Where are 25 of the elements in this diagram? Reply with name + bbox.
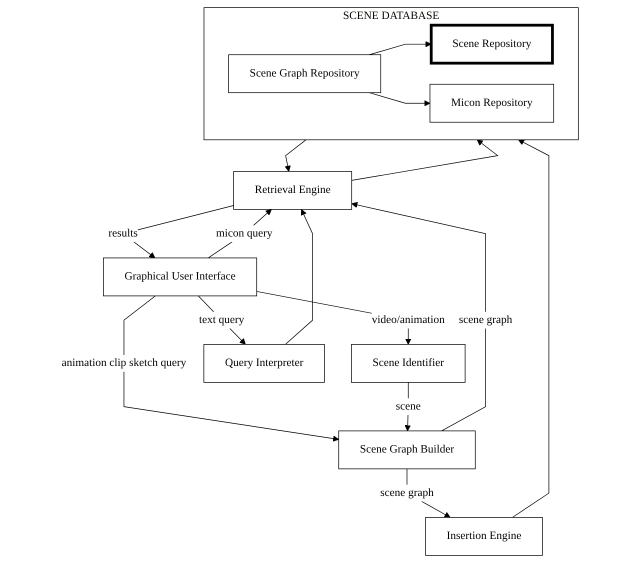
- arrow: [285, 209, 313, 345]
- edge-label: micon query: [216, 227, 273, 240]
- edge-label: scene graph: [380, 486, 434, 499]
- node-box: Micon Repository: [430, 84, 554, 123]
- edge-label: animation clip sketch query: [62, 357, 186, 370]
- arrow: [284, 139, 306, 172]
- node-box: Scene Repository: [430, 24, 554, 65]
- node-box: Insertion Engine: [425, 517, 543, 556]
- edge-label: results: [108, 227, 138, 240]
- arrow: [369, 92, 430, 106]
- edge-label: scene graph: [458, 314, 512, 326]
- arrow: [198, 296, 246, 345]
- node-box: Graphical User Interface: [103, 258, 258, 296]
- edge-label: scene: [396, 400, 421, 412]
- arrow: [512, 140, 550, 518]
- arrow: [369, 41, 432, 56]
- node-box: Retrieval Engine: [233, 171, 352, 210]
- arrow: [351, 140, 499, 181]
- node-box: Scene Graph Repository: [228, 54, 382, 94]
- node-box: Query Interpreter: [204, 344, 325, 383]
- arrow: [124, 296, 340, 442]
- edge-label: video/animation: [372, 314, 445, 326]
- edge-label: text query: [198, 314, 244, 326]
- node-box: Scene Graph Builder: [338, 430, 476, 470]
- node-box: Scene Identifier: [351, 344, 466, 383]
